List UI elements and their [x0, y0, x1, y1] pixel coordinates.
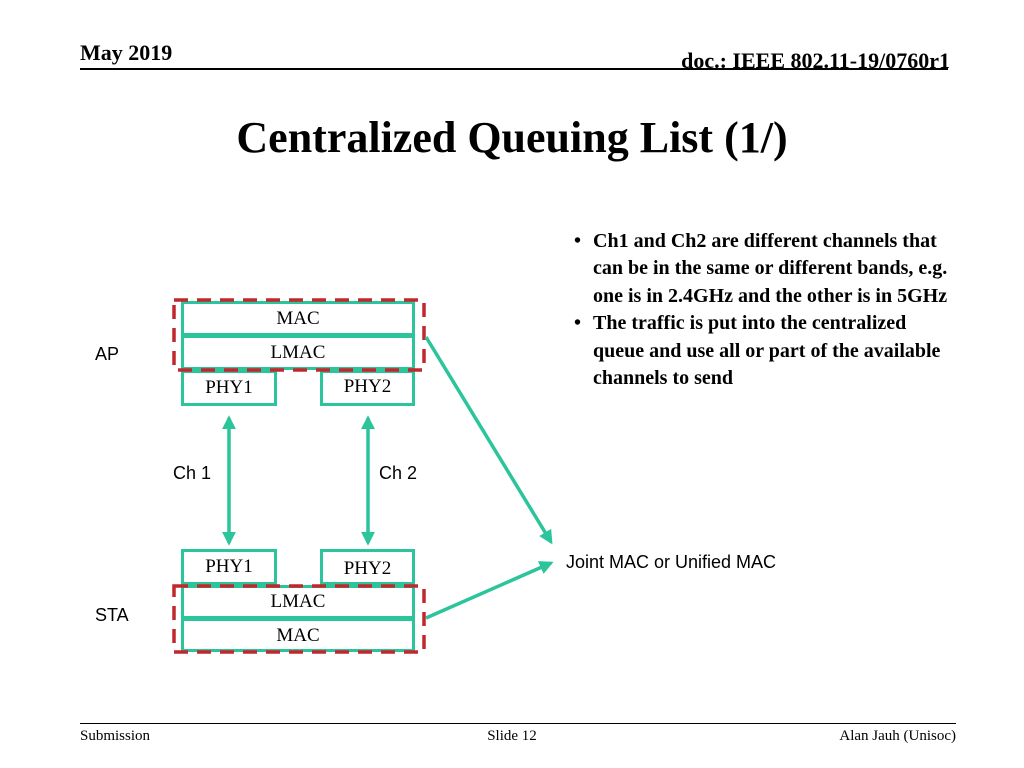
footer-author: Alan Jauh (Unisoc): [839, 728, 956, 744]
sta-mac-box: MAC: [181, 618, 415, 652]
sta-phy2-label: PHY2: [343, 558, 392, 579]
bullet-list: • Ch1 and Ch2 are different channels that…: [574, 228, 954, 392]
ap-phy1-label: PHY1: [205, 377, 253, 398]
sta-label: STA: [95, 605, 129, 625]
ap-lmac-box: LMAC: [181, 335, 415, 370]
sta-phy2-box: PHY2: [320, 549, 415, 585]
ap-phy1-box: PHY1: [181, 370, 277, 406]
sta-phy1-label: PHY1: [205, 556, 253, 577]
ap-lmac-label: LMAC: [270, 342, 326, 363]
ap-to-joint-arrow: [424, 336, 553, 545]
bullet-text: The traffic is put into the centralized …: [593, 312, 941, 390]
ap-phy2-label: PHY2: [343, 376, 392, 397]
bullet-item: • The traffic is put into the centralized…: [574, 310, 954, 392]
footer-submission: Submission: [80, 728, 151, 744]
ch2-label: Ch 2: [379, 463, 418, 483]
slide-title: Centralized Queuing List (1/): [236, 113, 788, 162]
sta-joint-mac-dashed-outline: [172, 584, 426, 654]
sta-phy1-box: PHY1: [181, 549, 277, 585]
ap-mac-box: MAC: [181, 301, 415, 336]
bullet-dot-icon: •: [574, 230, 582, 252]
ap-label: AP: [95, 344, 120, 364]
bullet-item: • Ch1 and Ch2 are different channels that…: [574, 228, 954, 310]
footer-slide-number: Slide 12: [487, 728, 537, 744]
bullet-text: Ch1 and Ch2 are different channels that …: [593, 230, 948, 307]
footer-divider: [80, 723, 956, 724]
joint-mac-label: Joint MAC or Unified MAC: [566, 552, 777, 572]
sta-to-joint-arrow: [425, 561, 554, 620]
ap-joint-mac-dashed-outline: [172, 298, 426, 372]
ch1-label: Ch 1: [173, 463, 212, 483]
sta-lmac-label: LMAC: [270, 591, 326, 612]
header-divider: [80, 68, 948, 70]
header-date: May 2019: [80, 40, 173, 65]
bullet-dot-icon: •: [574, 312, 582, 335]
sta-mac-label: MAC: [276, 625, 320, 646]
ap-mac-label: MAC: [276, 308, 320, 329]
